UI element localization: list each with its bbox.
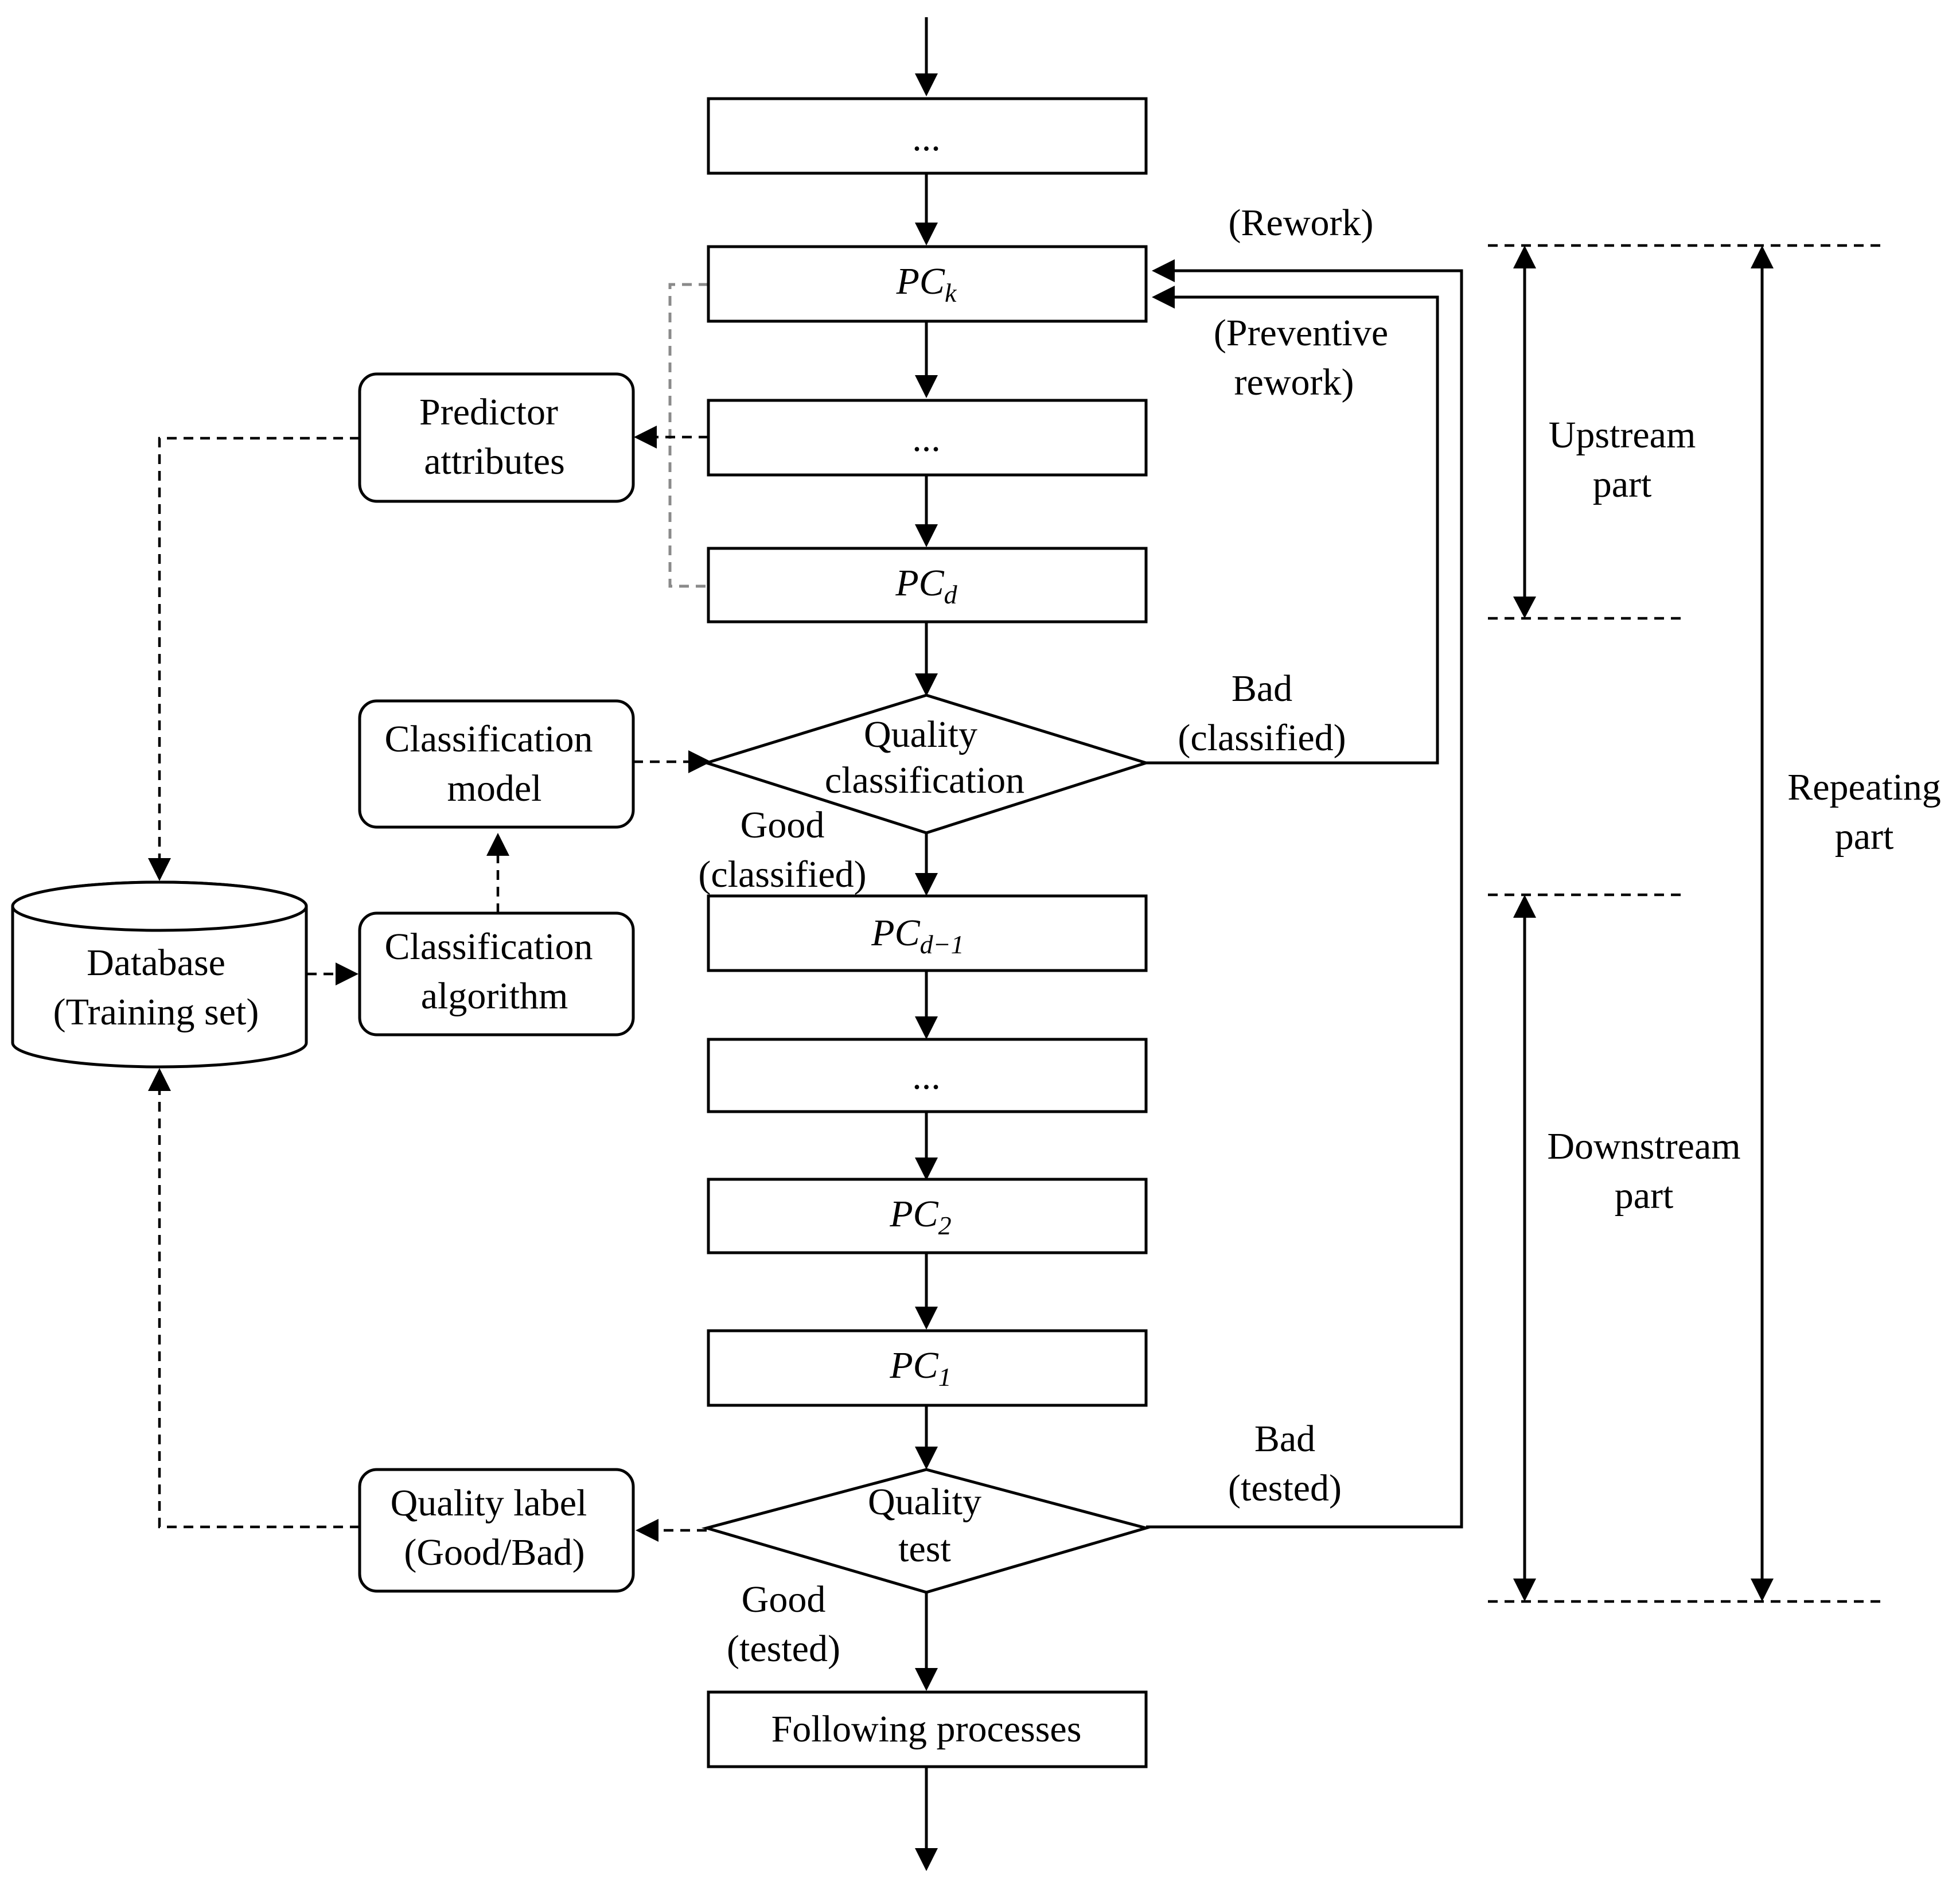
pc-d-label: PCd: [895, 562, 957, 609]
rework-loops: [1146, 259, 1463, 1529]
top-box-label: ...: [912, 117, 941, 159]
rework-label: (Rework): [1229, 202, 1374, 244]
downstream-line-1: Downstream: [1547, 1125, 1740, 1167]
model-line-2: model: [447, 767, 542, 809]
quality-test-line-1: Quality: [868, 1481, 981, 1523]
algorithm-line-2: algorithm: [421, 975, 568, 1017]
pc-k-base: PC: [896, 260, 945, 302]
following-processes-label: Following processes: [771, 1708, 1082, 1750]
algorithm-line-1: Classification: [385, 926, 593, 968]
part-labels: Upstream part Downstream part Repeating …: [1547, 414, 1940, 1217]
quality-test-diamond: Quality test: [701, 1468, 1152, 1594]
bad-tested-line-1: Bad: [1254, 1418, 1315, 1460]
pc-k-box: PCk: [707, 245, 1148, 323]
pc-d-minus-1-base: PC: [871, 912, 920, 954]
pc-d-subscript: d: [944, 580, 958, 609]
repeating-line-2: part: [1835, 816, 1894, 858]
data-flow-arrows: [148, 283, 711, 1542]
database-line-2: (Training set): [53, 991, 259, 1033]
pc-d-base: PC: [895, 562, 944, 604]
following-processes-box: Following processes: [707, 1690, 1148, 1768]
repeating-line-1: Repeating: [1787, 766, 1941, 808]
pc-1-subscript: 1: [938, 1362, 952, 1392]
classification-algorithm-box: Classification algorithm: [358, 911, 635, 1036]
downstream-line-2: part: [1615, 1175, 1674, 1217]
pc-2-label: PC2: [889, 1193, 951, 1240]
quality-classification-line-2: classification: [825, 759, 1024, 801]
model-line-1: Classification: [385, 718, 593, 760]
pc-2-box: PC2: [707, 1178, 1148, 1254]
preventive-rework-line-2: rework): [1234, 361, 1354, 403]
pc-2-subscript: 2: [938, 1211, 952, 1240]
classification-model-box: Classification model: [358, 699, 635, 829]
quality-classification-diamond: Quality classification: [702, 693, 1151, 835]
quality-label-line-2: (Good/Bad): [404, 1531, 585, 1573]
edge-labels: (Rework) (Preventive rework) Bad (classi…: [698, 202, 1388, 1670]
good-classified-line-2: (classified): [698, 854, 866, 895]
pc-1-label: PC1: [889, 1344, 951, 1392]
pc-k-label: PCk: [896, 260, 957, 307]
pc-d-box: PCd: [707, 547, 1148, 623]
database-line-1: Database: [87, 942, 225, 984]
upstream-line-2: part: [1593, 463, 1652, 505]
good-tested-line-1: Good: [742, 1579, 826, 1620]
mid-box-2: ...: [707, 1038, 1148, 1113]
upstream-line-1: Upstream: [1549, 414, 1696, 456]
quality-test-line-2: test: [898, 1528, 951, 1570]
pc-1-box: PC1: [707, 1329, 1148, 1407]
top-box: ...: [707, 97, 1148, 175]
pc-2-base: PC: [889, 1193, 938, 1235]
pc-d-minus-1-label: PCd−1: [871, 912, 964, 959]
preventive-rework-line-1: (Preventive: [1214, 312, 1388, 354]
bad-classified-line-1: Bad: [1232, 668, 1292, 710]
predictor-line-1: Predictor: [419, 391, 558, 433]
good-classified-line-1: Good: [741, 804, 825, 846]
good-tested-line-2: (tested): [727, 1628, 840, 1670]
database-cylinder: Database (Training set): [11, 880, 308, 1069]
mid-box-1-label: ...: [912, 418, 941, 459]
pc-k-subscript: k: [945, 278, 957, 307]
quality-label-line-1: Quality label: [391, 1482, 587, 1524]
pc-1-base: PC: [889, 1344, 938, 1386]
main-flow-arrows: [915, 17, 938, 1871]
mid-box-1: ...: [707, 399, 1148, 477]
quality-label-box: Quality label (Good/Bad): [358, 1468, 635, 1593]
predictor-attributes-box: Predictor attributes: [358, 372, 635, 503]
quality-classification-line-1: Quality: [864, 714, 977, 755]
mid-box-2-label: ...: [912, 1055, 941, 1097]
pc-d-minus-1-subscript: d−1: [920, 930, 964, 959]
pc-d-minus-1-box: PCd−1: [707, 894, 1148, 972]
bad-tested-line-2: (tested): [1228, 1467, 1342, 1509]
predictor-line-2: attributes: [424, 441, 565, 482]
part-brackets: [1488, 244, 1887, 1603]
bad-classified-line-2: (classified): [1178, 717, 1346, 759]
